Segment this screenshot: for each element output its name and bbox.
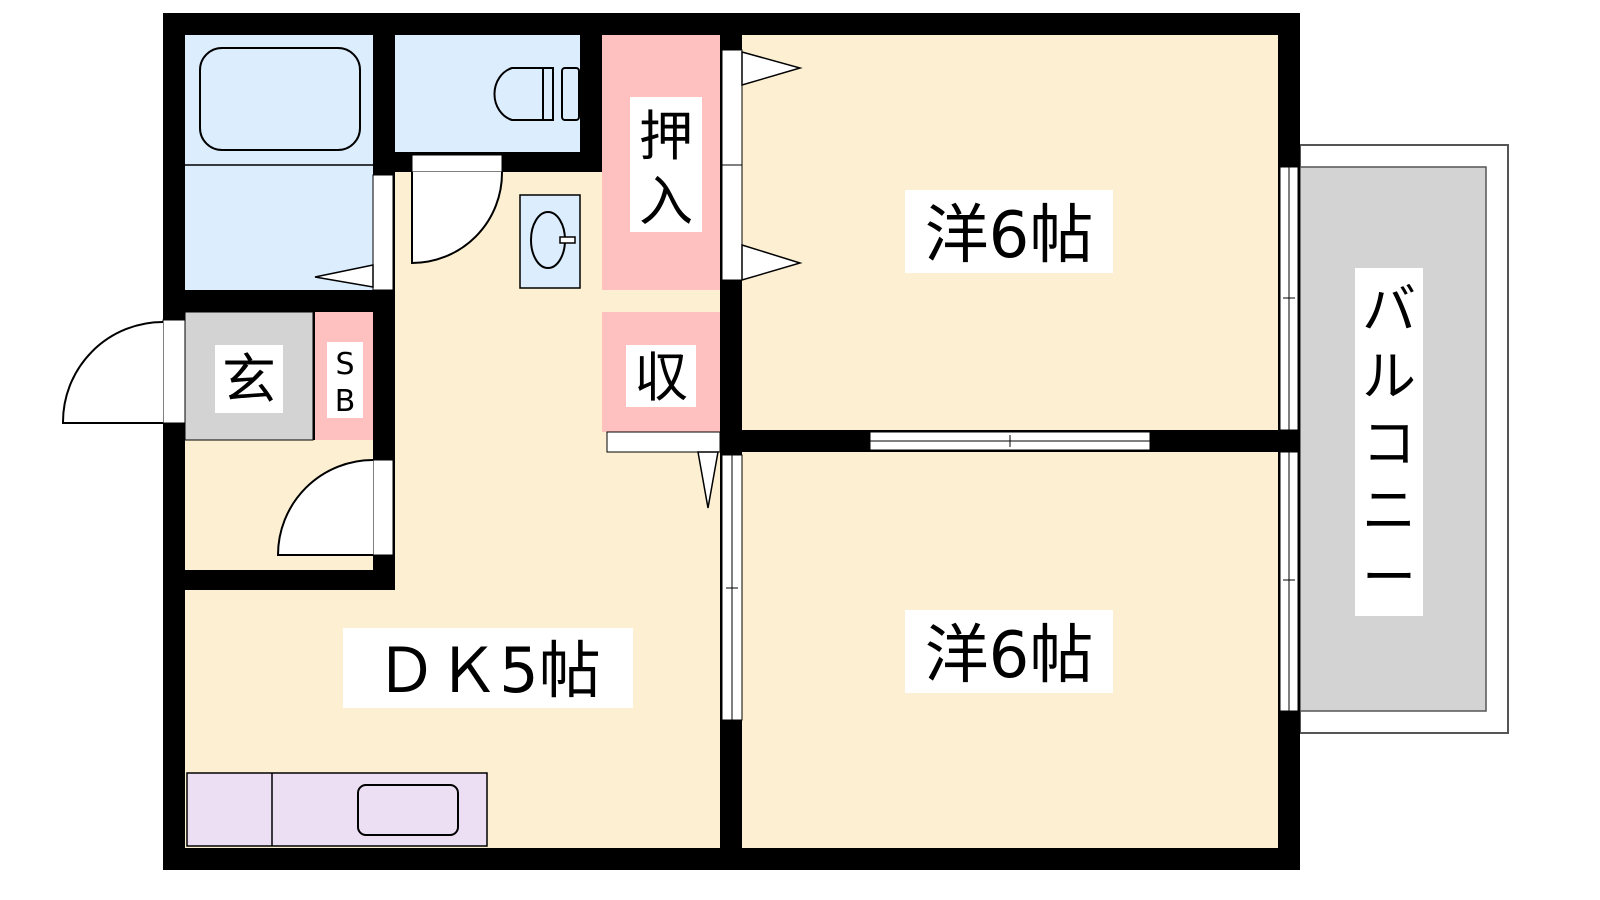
storage-door[interactable]	[606, 431, 721, 453]
balcony-char: ー	[1362, 546, 1416, 609]
bathroom	[185, 35, 373, 290]
entrance-label: 玄	[222, 348, 276, 411]
door-swing-marker	[741, 51, 803, 87]
hall-door[interactable]	[372, 459, 394, 556]
balcony-char: コ	[1362, 412, 1416, 475]
shoe-box-label: S	[335, 347, 354, 382]
balcony-label-bg	[1355, 268, 1423, 616]
door-swing-marker	[697, 451, 719, 509]
door-swing-marker	[314, 264, 374, 288]
balcony-char: バ	[1362, 278, 1416, 341]
balcony-char: ニ	[1362, 479, 1416, 542]
storage-label: 収	[634, 346, 688, 409]
western-room-top-label: 洋6帖	[925, 199, 1094, 273]
toilet-icon	[493, 67, 580, 121]
bathroom-sliding-door[interactable]	[372, 174, 394, 291]
dining-kitchen-label: ＤＫ5帖	[375, 634, 600, 707]
front-door-swing-arc	[61, 321, 164, 424]
kitchen-sink-icon	[357, 784, 459, 836]
front-door[interactable]	[162, 319, 186, 424]
door-swing-arc	[276, 459, 374, 556]
closet-oshiire-label: 入	[639, 170, 693, 233]
toilet-door[interactable]	[411, 154, 503, 173]
closet-oshiire-label: 押	[639, 105, 693, 168]
balcony-char: ル	[1362, 345, 1416, 408]
balcony-label: バ ル コ ニ ー	[1362, 278, 1416, 609]
toilet-room	[395, 35, 580, 152]
bathtub-icon	[199, 47, 361, 151]
door-swing-arc	[411, 171, 504, 265]
western-room-bottom-label: 洋6帖	[925, 619, 1094, 693]
door-swing-marker	[741, 243, 803, 282]
shoe-box-label: B	[335, 384, 356, 419]
faucet-icon	[559, 236, 576, 244]
